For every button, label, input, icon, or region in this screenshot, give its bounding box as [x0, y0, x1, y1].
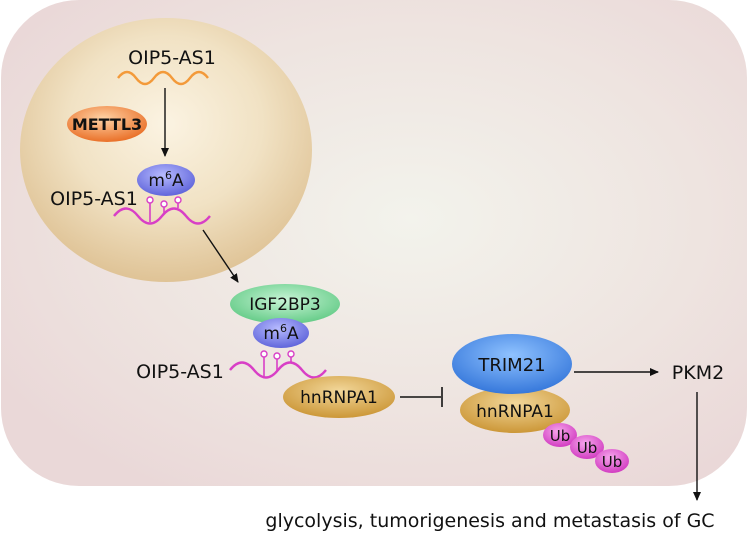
- ubiquitin-3: [595, 449, 629, 473]
- cytoplasm-rna-label: OIP5-AS1: [136, 361, 224, 383]
- cytoplasm-methylated-rna: [229, 350, 327, 379]
- ubiquitin-1-label: Ub: [550, 427, 571, 445]
- substrate-hnrnpa1-oval: [460, 387, 570, 433]
- pkm2-label: PKM2: [672, 362, 724, 384]
- ubiquitin-3-label: Ub: [602, 453, 623, 471]
- bound-hnrnpa1-oval: [283, 376, 395, 418]
- bound-hnrnpa1-label: hnRNPA1: [300, 388, 378, 408]
- mettl3-label: METTL3: [72, 115, 142, 134]
- export-arrow: [202, 229, 239, 283]
- nucleus-rna-bottom-label: OIP5-AS1: [50, 188, 138, 210]
- trim21-oval: [452, 334, 572, 394]
- trim21-label: TRIM21: [477, 355, 545, 376]
- cytoplasm-m6a-label: m6A: [263, 322, 299, 344]
- ubiquitin-2-label: Ub: [577, 439, 598, 457]
- mettl3-oval: [67, 106, 147, 142]
- substrate-hnrnpa1-label: hnRNPA1: [476, 402, 554, 422]
- outcome-label: glycolysis, tumorigenesis and metastasis…: [265, 510, 714, 532]
- nucleus-rna-top-label: OIP5-AS1: [128, 47, 216, 69]
- cytoplasm-m6a-oval: [253, 318, 309, 348]
- nucleus-m6a-oval: [137, 164, 195, 196]
- ubiquitin-1: [543, 423, 577, 447]
- unmodified-rna-strand: [117, 70, 209, 86]
- nucleus-methylated-rna: [113, 196, 211, 225]
- igf2bp3-oval: [230, 284, 340, 324]
- inhibition-arrow: [400, 387, 443, 407]
- igf2bp3-label: IGF2BP3: [249, 295, 321, 315]
- nucleus-m6a-label: m6A: [148, 169, 184, 191]
- ubiquitin-2: [570, 435, 604, 459]
